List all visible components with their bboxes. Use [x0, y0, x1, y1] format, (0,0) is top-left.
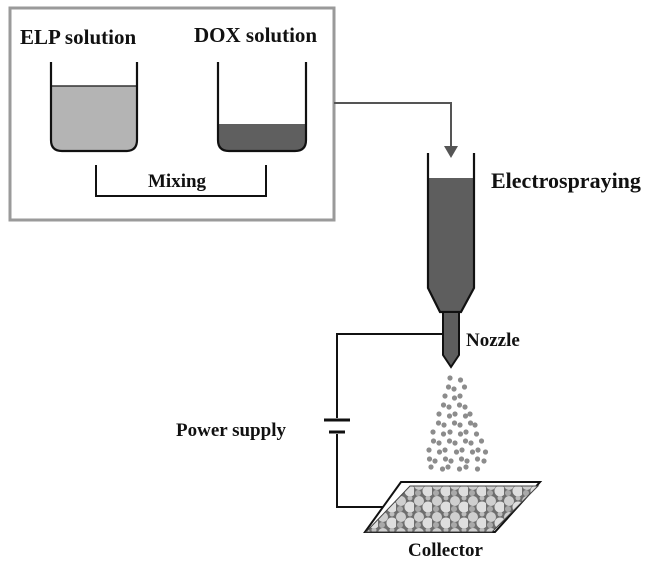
spray-droplet [456, 466, 463, 472]
spray-droplet [426, 456, 433, 462]
nozzle-needle [442, 311, 460, 369]
spray-droplet [467, 411, 473, 417]
spray-droplet [464, 458, 470, 464]
spray-droplet [446, 404, 452, 410]
spray-droplet [452, 440, 458, 446]
nozzle-label: Nozzle [466, 330, 520, 351]
dox-solution-label: DOX solution [194, 23, 318, 47]
spray-droplet [467, 420, 474, 426]
spray-droplet [446, 438, 453, 444]
spray-droplet [463, 464, 469, 470]
transfer-arrow-line [334, 102, 452, 150]
dox-beaker [216, 62, 308, 153]
spray-droplet [474, 456, 481, 462]
spray-droplet [441, 422, 447, 428]
spray-droplet [430, 438, 437, 444]
spray-droplet [462, 438, 469, 444]
spray-droplet [481, 458, 487, 464]
spray-droplet [459, 447, 465, 453]
spray-droplet [436, 440, 442, 446]
spray-droplet [462, 413, 469, 419]
spray-droplet [457, 422, 463, 428]
spray-droplet [440, 431, 447, 437]
spray-droplet [447, 375, 453, 381]
spray-droplet [482, 449, 489, 455]
spray-droplet [463, 429, 469, 435]
spray-droplet [435, 420, 442, 426]
collector-label: Collector [408, 540, 483, 561]
spray-droplet [451, 386, 457, 392]
dox-beaker-outline [216, 62, 308, 153]
spray-droplet [447, 429, 453, 435]
power-supply-label: Power supply [176, 420, 286, 441]
elp-liquid [51, 86, 137, 151]
spray-droplet [439, 466, 446, 472]
elp-solution-label: ELP solution [20, 25, 137, 49]
spray-droplet [472, 422, 478, 428]
spray-droplet [442, 393, 448, 399]
mixing-bracket [95, 165, 267, 197]
mixing-label: Mixing [148, 171, 207, 192]
spray-droplet [442, 447, 448, 453]
spray-droplet [446, 413, 453, 419]
spray-droplet [457, 393, 463, 399]
spray-droplet [440, 402, 447, 408]
spray-droplet [473, 431, 480, 437]
spray-droplet [458, 456, 465, 462]
spray-droplet [451, 395, 458, 401]
spray-droplet [432, 458, 438, 464]
spray-droplet [457, 431, 464, 437]
spray-droplet [428, 464, 434, 470]
spray-droplet [457, 377, 464, 383]
transfer-arrowhead [444, 146, 458, 158]
spray-droplet [426, 447, 432, 453]
electrospraying-label: Electrospraying [491, 168, 641, 193]
spray-droplets [426, 375, 489, 472]
spray-droplet [461, 384, 468, 390]
spray-droplet [445, 384, 452, 390]
spray-droplet [469, 449, 476, 455]
spray-droplet [451, 420, 458, 426]
spray-droplet [456, 402, 463, 408]
syringe [426, 153, 476, 369]
mixing-panel-frame [8, 6, 336, 222]
syringe-liquid [428, 178, 474, 312]
spray-droplet [474, 466, 481, 472]
spray-droplet [453, 449, 460, 455]
spray-droplet [475, 447, 481, 453]
dox-liquid [218, 124, 306, 151]
spray-droplet [436, 411, 442, 417]
spray-droplet [462, 404, 468, 410]
spray-droplet [430, 429, 436, 435]
spray-droplet [448, 458, 454, 464]
elp-beaker-outline [49, 62, 139, 153]
wire-lower [336, 434, 386, 508]
spray-droplet [468, 440, 474, 446]
wire-upper [336, 333, 443, 418]
spray-droplet [452, 411, 458, 417]
spray-droplet [436, 449, 443, 455]
spray-droplet [442, 456, 449, 462]
collector-plate [363, 481, 543, 533]
spray-droplet [478, 438, 485, 444]
elp-beaker [49, 62, 139, 153]
spray-droplet [445, 464, 451, 470]
